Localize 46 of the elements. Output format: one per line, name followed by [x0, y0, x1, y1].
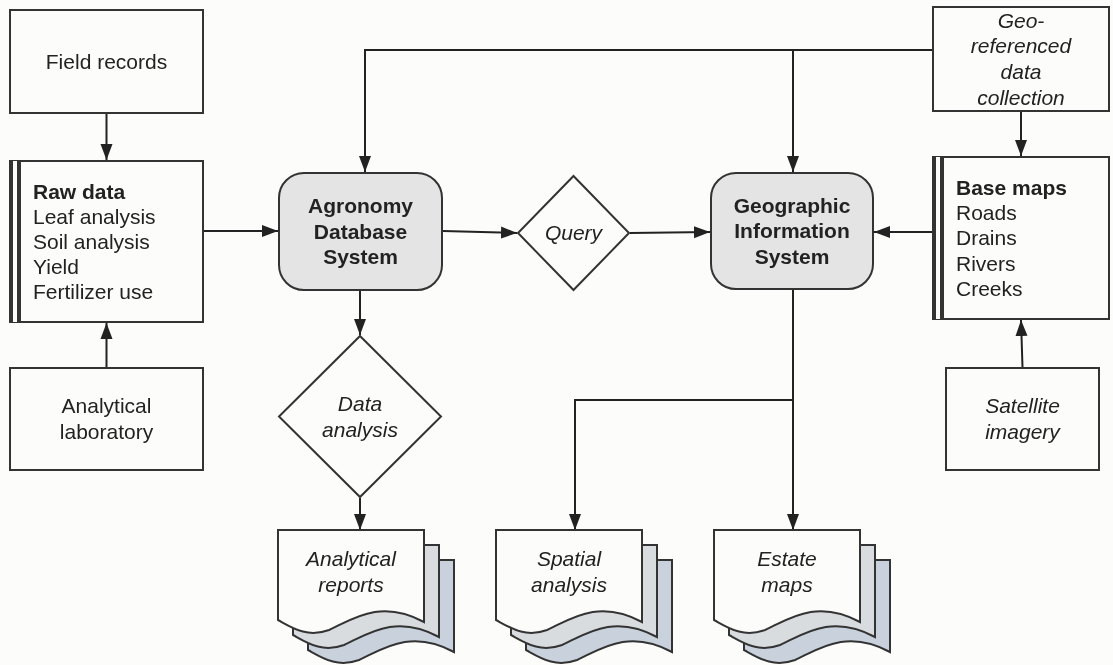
arrow — [1015, 319, 1028, 368]
list-item: Yield — [33, 254, 79, 280]
input-box — [945, 367, 1100, 471]
document-label: Spatial analysis — [530, 546, 608, 598]
list-item: Rivers — [956, 250, 1016, 276]
arrow — [629, 226, 711, 239]
diamond-label: Query — [544, 220, 603, 246]
arrow — [100, 113, 113, 161]
box-label: Analytical laboratory — [58, 393, 155, 445]
box-label: Agronomy Database System — [307, 193, 414, 270]
document-stack — [278, 530, 454, 665]
data-store-box — [9, 160, 204, 323]
document-stack — [714, 530, 890, 665]
decision-diamond — [517, 175, 630, 291]
list-item: Creeks — [956, 275, 1023, 301]
process-box — [9, 367, 204, 471]
document-stack — [496, 530, 672, 665]
arrow — [203, 225, 279, 237]
arrow — [100, 322, 113, 368]
diamond-label: Data analysis — [321, 390, 399, 443]
list-item: Drains — [956, 225, 1017, 251]
process-box — [9, 9, 204, 114]
list-item: Roads — [956, 200, 1017, 226]
list-item: Soil analysis — [33, 228, 150, 255]
box-heading: Base maps — [956, 175, 1067, 201]
arrow — [787, 289, 799, 531]
input-box — [932, 6, 1110, 112]
arrow — [873, 226, 933, 238]
document-label: Estate maps — [756, 546, 818, 598]
arrow — [442, 226, 518, 239]
system-box — [278, 172, 443, 291]
data-store-box — [932, 156, 1110, 320]
arrow — [354, 290, 366, 336]
box-label: Field records — [45, 48, 168, 75]
box-label: Geo-referenced data collection — [969, 7, 1073, 111]
arrow — [1015, 111, 1027, 157]
arrow — [787, 49, 933, 173]
decision-diamond — [278, 335, 442, 498]
list-item: Fertilizer use — [33, 279, 154, 305]
document-label: Analytical reports — [304, 546, 398, 598]
system-box — [710, 172, 874, 290]
box-label: Satellite imagery — [984, 393, 1062, 445]
box-heading: Raw data — [33, 178, 126, 204]
list-item: Leaf analysis — [33, 203, 156, 229]
box-label: Geographic Information System — [732, 192, 852, 270]
arrow — [354, 497, 366, 531]
